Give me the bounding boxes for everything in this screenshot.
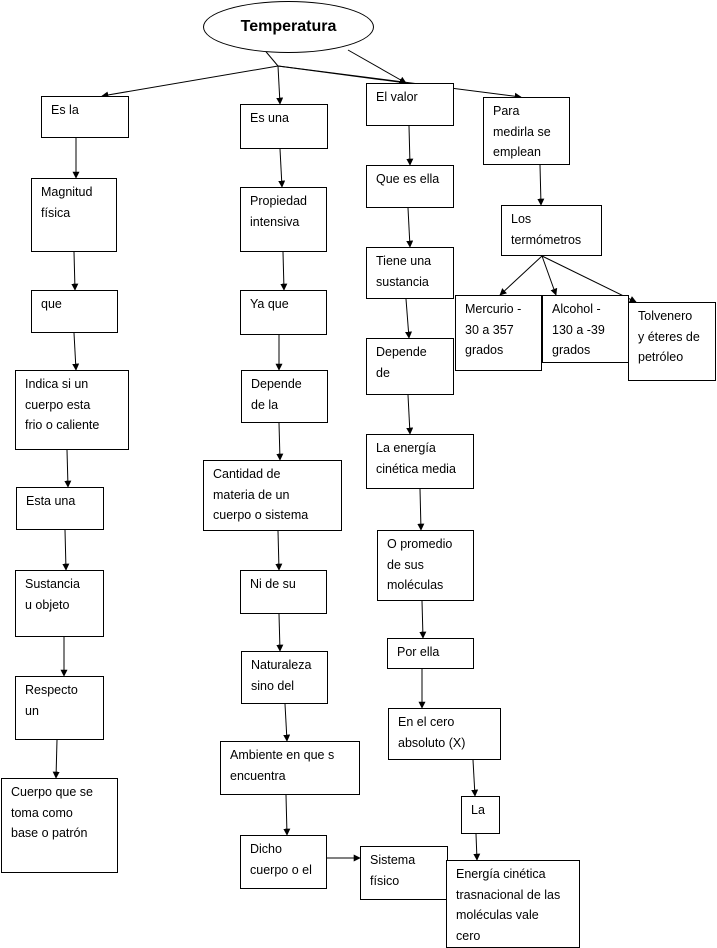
edge-c3-9	[473, 833, 481, 861]
node-por-ella: Por ella	[387, 638, 474, 669]
node-es-una: Es una	[240, 104, 328, 149]
node-la: La	[461, 796, 500, 834]
edge-c2-2	[280, 251, 288, 291]
node-el-valor: El valor	[366, 83, 454, 126]
node-depende-de-la: Depende de la	[241, 370, 328, 423]
edge-c1-3	[72, 332, 80, 371]
title-node: Temperatura	[203, 1, 374, 53]
node-respecto-un: Respecto un	[15, 676, 104, 740]
node-para-medirla: Para medirla se emplean	[483, 97, 570, 165]
edge-c3-4	[406, 394, 414, 435]
edge-c2-8	[283, 794, 291, 836]
node-tolvenero: Tolvenero y éteres de petróleo	[628, 302, 716, 381]
edge-c4-2	[499, 255, 543, 296]
edge-title-el-valor	[347, 49, 407, 84]
edge-hub-es-una	[276, 65, 284, 105]
node-termometros: Los termómetros	[501, 205, 602, 256]
edge-c2-7	[283, 703, 291, 742]
edge-c2-4	[276, 422, 284, 461]
edge-c1-7	[52, 739, 60, 779]
node-cantidad-materia: Cantidad de materia de un cuerpo o siste…	[203, 460, 342, 531]
node-propiedad-intensiva: Propiedad intensiva	[240, 187, 327, 252]
node-ambiente: Ambiente en que s encuentra	[220, 741, 360, 795]
edge-c2-6	[276, 613, 284, 652]
edge-c3-8	[471, 759, 479, 797]
node-ni-de-su: Ni de su	[240, 570, 327, 614]
node-promedio-moleculas: O promedio de sus moléculas	[377, 530, 474, 601]
node-mercurio: Mercurio - 30 a 357 grados	[455, 295, 542, 371]
edge-c1-4	[64, 449, 72, 488]
edge-c1-2	[71, 251, 79, 291]
node-dicho-cuerpo: Dicho cuerpo o el	[240, 835, 327, 889]
node-que: que	[31, 290, 118, 333]
edge-c1-5	[62, 529, 70, 571]
edge-hub-es-la	[101, 65, 279, 99]
edge-c4-4	[541, 255, 637, 303]
edge-c4-3	[541, 255, 558, 296]
node-ya-que: Ya que	[240, 290, 327, 335]
node-indica-frio-caliente: Indica si un cuerpo esta frio o caliente	[15, 370, 129, 450]
edge-c2-5	[275, 530, 283, 571]
node-energia-cinetica-media: La energía cinética media	[366, 434, 474, 489]
node-que-es-ella: Que es ella	[366, 165, 454, 208]
node-es-la: Es la	[41, 96, 129, 138]
edge-c3-5	[417, 488, 425, 531]
node-cuerpo-patron: Cuerpo que se toma como base o patrón	[1, 778, 118, 873]
node-sustancia-objeto: Sustancia u objeto	[15, 570, 104, 637]
edge-c3-1	[406, 125, 414, 166]
node-tiene-sustancia: Tiene una sustancia	[366, 247, 454, 299]
edge-c3-2	[406, 207, 414, 248]
node-esta-una: Esta una	[16, 487, 104, 530]
edge-c4-1	[537, 164, 545, 206]
node-energia-trasnacional: Energía cinética trasnacional de las mol…	[446, 860, 580, 948]
node-depende-de: Depende de	[366, 338, 454, 395]
edge-c3-3	[405, 298, 413, 339]
edge-c2-1	[278, 148, 286, 188]
node-alcohol: Alcohol - 130 a -39 grados	[542, 295, 629, 363]
node-magnitud-fisica: Magnitud física	[31, 178, 117, 252]
node-sistema-fisico: Sistema físico	[360, 846, 448, 900]
node-naturaleza: Naturaleza sino del	[241, 651, 328, 704]
edge-c3-6	[419, 600, 427, 639]
node-cero-absoluto: En el cero absoluto (X)	[388, 708, 501, 760]
